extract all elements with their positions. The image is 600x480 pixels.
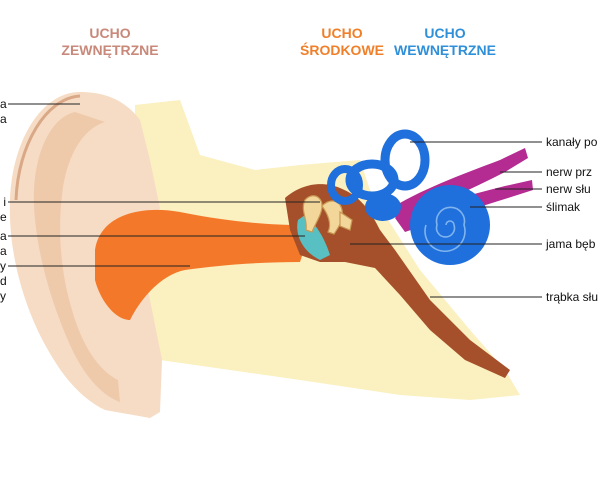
cochlea (410, 185, 490, 265)
section-inner-ear: UCHO WEWNĘTRZNE (392, 25, 498, 59)
left-leader-lines (8, 103, 320, 267)
label-cochlea: ślimak (546, 200, 581, 214)
label-left-2: a (0, 112, 7, 126)
semicircular-canal-1 (380, 129, 430, 191)
label-eustachian-tube: trąbka słu (546, 290, 599, 304)
section-outer-ear: UCHO ZEWNĘTRZNE (55, 25, 165, 59)
pinna-inner-fold (33, 112, 121, 402)
stapes (339, 210, 353, 231)
middle-ear-cavity (285, 184, 510, 378)
label-left-1: a (0, 97, 7, 111)
section-inner-ear-line2: WEWNĘTRZNE (394, 42, 496, 58)
helix-rim (14, 94, 81, 201)
inner-ear (327, 129, 490, 265)
label-left-9: y (0, 289, 6, 303)
ossicles (302, 195, 353, 235)
label-left-8: d (0, 274, 7, 288)
semicircular-canal-3 (327, 165, 363, 205)
section-middle-ear: UCHO ŚRODKOWE (296, 25, 388, 59)
vestibule (365, 193, 401, 221)
label-left-6: a (0, 244, 7, 258)
section-inner-ear-line1: UCHO (424, 25, 466, 41)
label-tympanic-cavity: jama bęb (546, 237, 596, 251)
label-left-5: a (0, 229, 7, 243)
cochlea-spiral (424, 206, 466, 252)
label-left-3: i (3, 195, 6, 209)
section-middle-ear-line1: UCHO (321, 25, 363, 41)
label-auditory-nerve: nerw słu (546, 182, 591, 196)
label-semicircular-canals: kanały po (546, 135, 598, 149)
label-vestibular-nerve: nerw prz (546, 165, 593, 179)
label-left-7: y (0, 259, 6, 273)
ear-canal (95, 209, 310, 320)
label-left-4: e (0, 210, 7, 224)
section-outer-ear-line2: ZEWNĘTRZNE (61, 42, 159, 58)
section-middle-ear-line2: ŚRODKOWE (300, 42, 384, 58)
malleus (302, 195, 323, 233)
section-outer-ear-line1: UCHO (89, 25, 131, 41)
right-leader-lines (350, 141, 542, 298)
eardrum (297, 215, 330, 260)
